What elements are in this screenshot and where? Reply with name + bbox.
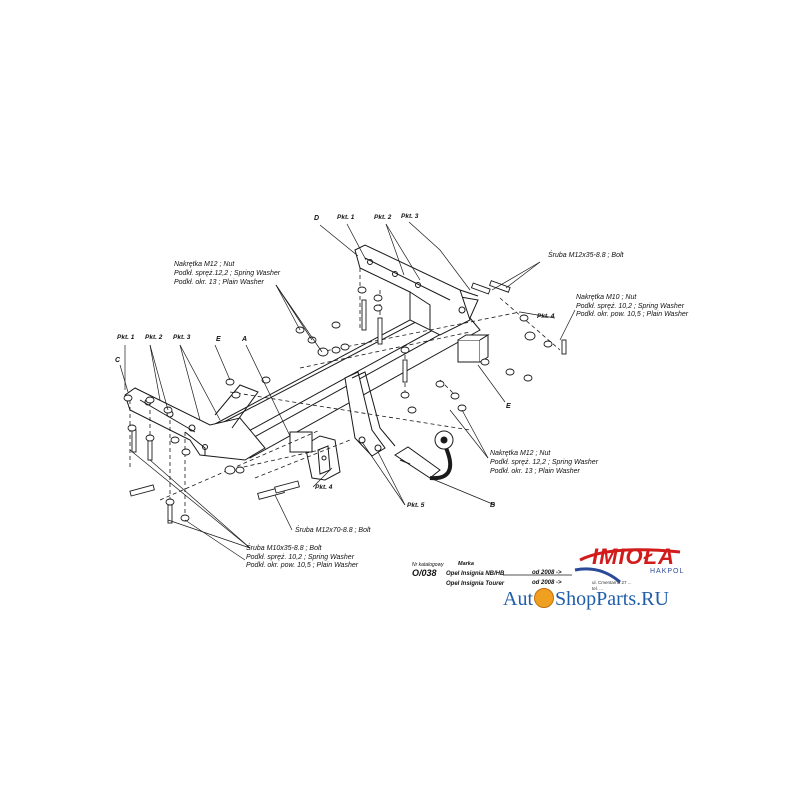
plug-left (289, 431, 313, 453)
brand-logo-swoosh (574, 548, 681, 584)
spec-bolt-top: Śruba M12x35-8.8 ; Bolt (548, 252, 624, 259)
brand-name: IMIOŁA (592, 544, 675, 569)
label-e-right: E (506, 403, 511, 410)
make-label: Marka (458, 561, 474, 567)
spec-m10-bottom-2: Podkł. spręż. 10,2 ; Spring Washer (246, 554, 355, 561)
label-a: A (242, 336, 248, 343)
spec-m10-right-1: Nakrętka M10 ; Nut (576, 294, 637, 301)
watermark-suffix: ShopParts.RU (555, 588, 669, 610)
label-e-top: E (216, 336, 221, 343)
bolts-bottom (129, 429, 300, 524)
address-line-2: tel. ... (592, 586, 604, 591)
label-d: D (314, 215, 320, 222)
right-mounting-bracket (354, 244, 479, 336)
spec-nut-top-2: Podkł. spręż.12,2 ; Spring Washer (174, 270, 281, 277)
brand-sub: HAKPOL (650, 568, 685, 575)
label-pkt1-top: Pkt. 1 (337, 214, 355, 221)
spec-m10-right-3: Podkł. okr. pow. 10,5 ; Plain Washer (576, 311, 689, 318)
spec-nut-mid-2: Podkł. spręż. 12,2 ; Spring Washer (490, 459, 599, 466)
label-pkt4-right: Pkt. 4 (537, 313, 555, 320)
address-line-1: ul. Cmentarna 27 ... (592, 580, 632, 585)
date-2: od 2008 -> (532, 580, 562, 586)
assembly-lines (129, 268, 561, 520)
watermark-prefix: Aut (503, 588, 533, 610)
spec-m10-right-2: Podkł. spręż. 10,2 ; Spring Washer (576, 303, 685, 310)
brand-address: ul. Cmentarna 27 ... tel. ... (592, 580, 632, 592)
bolts-top (361, 280, 567, 383)
watermark: Aut ShopParts.RU (503, 588, 669, 611)
spec-nut-top-3: Podkł. okr. 13 ; Plain Washer (174, 279, 264, 286)
model-2: Opel Insignia Tourer (446, 581, 505, 587)
spec-nut-mid-1: Nakrętka M12 ; Nut (490, 450, 551, 457)
label-b: B (490, 502, 496, 509)
catalog-code: O/038 (412, 568, 437, 578)
label-pkt2-top: Pkt. 2 (374, 214, 392, 221)
center-hanger-plates (344, 371, 396, 457)
label-pkt5: Pkt. 5 (407, 502, 425, 509)
date-1: od 2008 -> (532, 570, 562, 576)
spec-m10-bottom-3: Podkł. okr. pow. 10,5 ; Plain Washer (246, 562, 359, 569)
left-mounting-bracket (124, 384, 266, 461)
watermark-o-icon (534, 588, 554, 608)
label-pkt1-left: Pkt. 1 (117, 334, 135, 341)
leader-lines (119, 221, 576, 576)
label-c: C (115, 357, 121, 364)
tow-ball-hook (394, 430, 454, 481)
catalog-label: Nr katalogowy (412, 562, 444, 568)
label-pkt3-top: Pkt. 3 (401, 213, 419, 220)
model-1: Opel Insignia NB/HB (446, 571, 505, 577)
label-pkt2-left: Pkt. 2 (145, 334, 163, 341)
plug-right (457, 339, 481, 363)
label-pkt3-left: Pkt. 3 (173, 334, 191, 341)
spec-bolt-m12x70: Śruba M12x70-8.8 ; Bolt (295, 527, 371, 534)
spec-nut-mid-3: Podkł. okr. 13 ; Plain Washer (490, 468, 580, 475)
label-pkt4-bottom: Pkt. 4 (315, 484, 333, 491)
nuts-and-washers (123, 286, 553, 522)
spec-m10-bottom-1: Śruba M10x35-8.8 ; Bolt (246, 545, 322, 552)
spec-nut-top-1: Nakrętka M12 ; Nut (174, 261, 235, 268)
